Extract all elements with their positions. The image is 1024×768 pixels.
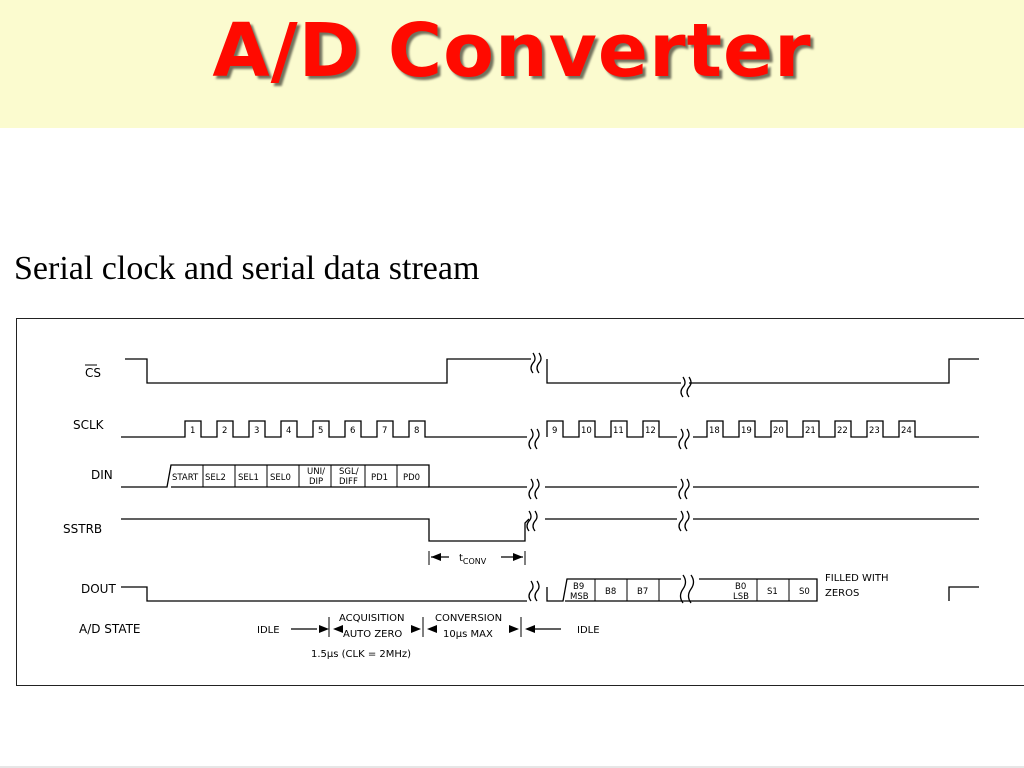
sclk-waveform: [121, 420, 979, 438]
dout-bit-label: B0: [735, 582, 746, 592]
state-timing-note: 1.5µs (CLK = 2MHz): [311, 649, 411, 660]
state-conversion: CONVERSION: [435, 613, 502, 624]
din-bit-label: PD1: [371, 473, 388, 483]
tconv-arrow: [428, 551, 526, 565]
sclk-pulse-number: 23: [869, 426, 880, 436]
sstrb-label: SSTRB: [63, 522, 102, 536]
dout-break-mark-2: [679, 574, 695, 604]
dout-bit-label: B9: [573, 582, 584, 592]
sclk-label: SCLK: [73, 418, 105, 432]
sstrb-break-mark-2: [678, 510, 690, 532]
sstrb-waveform: [121, 518, 979, 542]
cs-break-mark-2: [680, 376, 692, 398]
sclk-pulse-number: 9: [552, 426, 557, 436]
dout-bit-label: S1: [767, 587, 778, 597]
dout-bit-label: B8: [605, 587, 616, 597]
timing-diagram: CS SCLK DIN SSTRB DOUT A/D STATE 1 2 3 4…: [16, 318, 1024, 686]
dout-waveform: [121, 578, 979, 602]
slide-title: A/D Converter: [212, 8, 812, 94]
sclk-pulse-number: 1: [190, 426, 195, 436]
sclk-pulse-number: 18: [709, 426, 720, 436]
dout-filled-note: FILLED WITH: [825, 573, 889, 584]
din-bit-label: SEL1: [238, 473, 259, 483]
dout-bit-label: S0: [799, 587, 810, 597]
sclk-pulse-number: 22: [837, 426, 848, 436]
sclk-pulse-number: 3: [254, 426, 259, 436]
sclk-break-mark: [528, 428, 540, 450]
state-idle-1: IDLE: [257, 625, 280, 636]
din-bit-label: PD0: [403, 473, 420, 483]
dout-bit-label: LSB: [733, 592, 749, 602]
state-conv-max: 10µs MAX: [443, 629, 493, 640]
slide-subtitle: Serial clock and serial data stream: [14, 250, 480, 287]
din-break-mark: [528, 478, 540, 500]
din-bit-label: DIFF: [339, 477, 358, 487]
sclk-pulse-number: 11: [613, 426, 624, 436]
dout-bit-label: B7: [637, 587, 648, 597]
sclk-pulse-number: 5: [318, 426, 323, 436]
sclk-pulse-number: 12: [645, 426, 656, 436]
sclk-pulse-number: 7: [382, 426, 387, 436]
state-arrows: [291, 617, 561, 637]
cs-label: CS: [85, 366, 101, 380]
din-label: DIN: [91, 468, 113, 482]
sclk-pulse-number: 8: [414, 426, 419, 436]
bottom-rule: [0, 766, 1024, 768]
ad-state-label: A/D STATE: [79, 622, 141, 636]
dout-bit-dividers: [594, 579, 790, 601]
din-bit-label: DIP: [309, 477, 323, 487]
sclk-pulse-number: 4: [286, 426, 291, 436]
title-band: [0, 0, 1024, 128]
state-auto-zero: AUTO ZERO: [343, 629, 402, 640]
dout-filled-note-2: ZEROS: [825, 588, 859, 599]
sstrb-break-mark: [526, 510, 538, 532]
timing-diagram-svg: CS SCLK DIN SSTRB DOUT A/D STATE 1 2 3 4…: [63, 352, 979, 660]
din-bit-dividers: [202, 465, 398, 487]
sclk-pulse-number: 10: [581, 426, 592, 436]
sclk-pulse-number: 20: [773, 426, 784, 436]
din-waveform: [121, 464, 979, 488]
state-idle-2: IDLE: [577, 625, 600, 636]
din-bit-label: SEL2: [205, 473, 226, 483]
din-bit-label: SGL/: [339, 467, 359, 477]
din-break-mark-2: [678, 478, 690, 500]
tconv-label: tCONV: [459, 553, 487, 566]
sclk-pulse-number: 19: [741, 426, 752, 436]
cs-waveform: [125, 358, 979, 384]
sclk-pulse-number: 21: [805, 426, 816, 436]
sclk-pulse-number: 6: [350, 426, 355, 436]
din-bit-label: START: [172, 473, 199, 483]
din-bit-label: UNI/: [307, 467, 325, 477]
cs-break-mark: [530, 352, 542, 374]
state-acquisition: ACQUISITION: [339, 613, 405, 624]
dout-label: DOUT: [81, 582, 116, 596]
sclk-pulse-number: 2: [222, 426, 227, 436]
dout-bit-label: MSB: [570, 592, 589, 602]
dout-break-mark: [528, 580, 540, 602]
sclk-pulse-number: 24: [901, 426, 912, 436]
sclk-break-mark-2: [678, 428, 690, 450]
din-bit-label: SEL0: [270, 473, 291, 483]
